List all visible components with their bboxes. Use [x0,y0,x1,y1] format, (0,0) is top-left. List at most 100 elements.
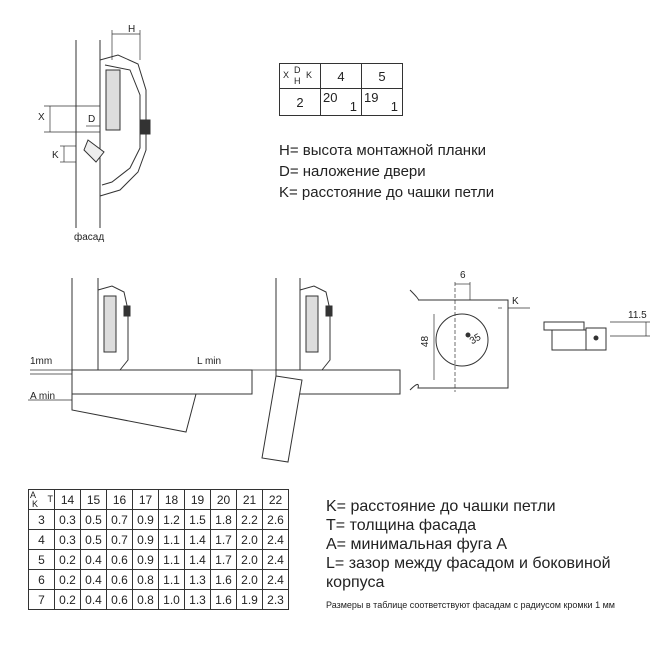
label-k: K [52,150,59,161]
footnote: Размеры в таблице соответствуют фасадам … [326,600,615,610]
table-cell: 2.4 [262,549,289,570]
gap-corner-a: A [30,490,37,500]
label-6: 6 [460,270,466,281]
table-cell: 1.1 [158,549,185,570]
table-cell: 0.6 [106,549,133,570]
legend-bottom-l: L= зазор между фасадом и боковиной корпу… [326,555,611,591]
label-a-min: A min [30,391,56,402]
label-48: 48 [420,335,432,348]
label-x: X [38,112,45,123]
table-row: 6 0.2 0.4 0.6 0.8 1.1 1.3 1.6 2.0 2.4 [28,569,289,590]
code-cell-4-d: 20 [323,90,338,105]
table-cell: 0.5 [80,509,107,530]
t-value: 19 [184,489,211,510]
table-cell: 0.8 [132,569,159,590]
table-row: 5 0.2 0.4 0.6 0.9 1.1 1.4 1.7 2.0 2.4 [28,549,289,570]
table-cell: 1.9 [236,589,263,610]
label-1mm: 1mm [30,356,53,367]
t-value: 14 [54,489,81,510]
t-value: 21 [236,489,263,510]
table-cell: 0.9 [132,509,159,530]
table-cell: 1.0 [158,589,185,610]
gap-table-header: A T K 14 15 16 17 18 19 20 21 22 [28,489,289,510]
hinge-gap-drawing [28,278,253,433]
code-cell-4-k: 1 [349,99,357,114]
code-table: X D K H 4 5 2 20 1 19 1 [279,63,403,116]
table-cell: 1.7 [210,549,237,570]
k-value: 4 [28,529,55,550]
table-cell: 1.4 [184,549,211,570]
code-cell-4: 20 1 [320,88,362,116]
k-value: 3 [28,509,55,530]
table-cell: 2.0 [236,549,263,570]
table-cell: 2.0 [236,529,263,550]
table-cell: 0.7 [106,529,133,550]
legend-bottom-a: A= минимальная фуга A [326,536,508,553]
label-d: D [88,114,96,125]
code-row-h: 2 [279,88,321,116]
legend-top: H= высота монтажной планки D= наложение … [279,140,494,203]
table-cell: 0.9 [132,529,159,550]
table-cell: 2.2 [236,509,263,530]
gap-corner-t: T [47,494,54,504]
legend-top-h: H= высота монтажной планки [279,142,487,159]
hinge-open-drawing [234,278,401,463]
table-cell: 1.3 [184,569,211,590]
label-k-cup: K [512,296,519,307]
code-corner-x: X [283,70,290,80]
table-cell: 1.5 [184,509,211,530]
gap-corner: A T K [28,489,55,510]
table-cell: 1.1 [158,529,185,550]
t-value: 18 [158,489,185,510]
cup-front-drawing [409,282,530,392]
code-corner-k: K [306,70,313,80]
table-cell: 1.4 [184,529,211,550]
table-cell: 0.2 [54,569,81,590]
table-cell: 1.3 [184,589,211,610]
label-h: H [128,24,136,35]
table-cell: 0.4 [80,589,107,610]
table-cell: 0.5 [80,529,107,550]
legend-top-k: K= расстояние до чашки петли [279,184,495,201]
k-value: 7 [28,589,55,610]
legend-bottom-k: K= расстояние до чашки петли [326,498,556,515]
table-cell: 0.3 [54,509,81,530]
code-col-5: 5 [361,63,403,89]
table-row: 7 0.2 0.4 0.6 0.8 1.0 1.3 1.6 1.9 2.3 [28,589,289,610]
legend-top-d: D= наложение двери [279,163,426,180]
code-corner-d: D [294,65,301,75]
table-row: 4 0.3 0.5 0.7 0.9 1.1 1.4 1.7 2.0 2.4 [28,529,289,550]
legend-bottom: K= расстояние до чашки петли T= толщина … [326,497,666,592]
table-cell: 1.1 [158,569,185,590]
table-cell: 0.9 [132,549,159,570]
k-value: 5 [28,549,55,570]
table-cell: 2.4 [262,569,289,590]
t-value: 16 [106,489,133,510]
table-cell: 0.4 [80,549,107,570]
k-value: 6 [28,569,55,590]
hinge-side-drawing [44,30,151,228]
label-l-min: L min [197,356,222,367]
table-cell: 1.6 [210,589,237,610]
table-cell: 0.4 [80,569,107,590]
label-11-5: 11.5 [628,310,647,321]
t-value: 20 [210,489,237,510]
table-cell: 0.6 [106,569,133,590]
code-cell-5-k: 1 [390,99,398,114]
code-col-4: 4 [320,63,362,89]
gap-corner-k: K [32,499,39,509]
table-cell: 1.2 [158,509,185,530]
t-value: 17 [132,489,159,510]
table-cell: 0.3 [54,529,81,550]
table-cell: 1.8 [210,509,237,530]
table-cell: 0.8 [132,589,159,610]
legend-bottom-t: T= толщина фасада [326,517,477,534]
table-cell: 0.6 [106,589,133,610]
t-value: 15 [80,489,107,510]
caption-facade: фасад [74,232,105,243]
gap-table: A T K 14 15 16 17 18 19 20 21 22 3 0.3 0… [28,489,289,610]
table-cell: 2.3 [262,589,289,610]
mounting-plate-drawing [543,321,650,351]
table-cell: 0.7 [106,509,133,530]
